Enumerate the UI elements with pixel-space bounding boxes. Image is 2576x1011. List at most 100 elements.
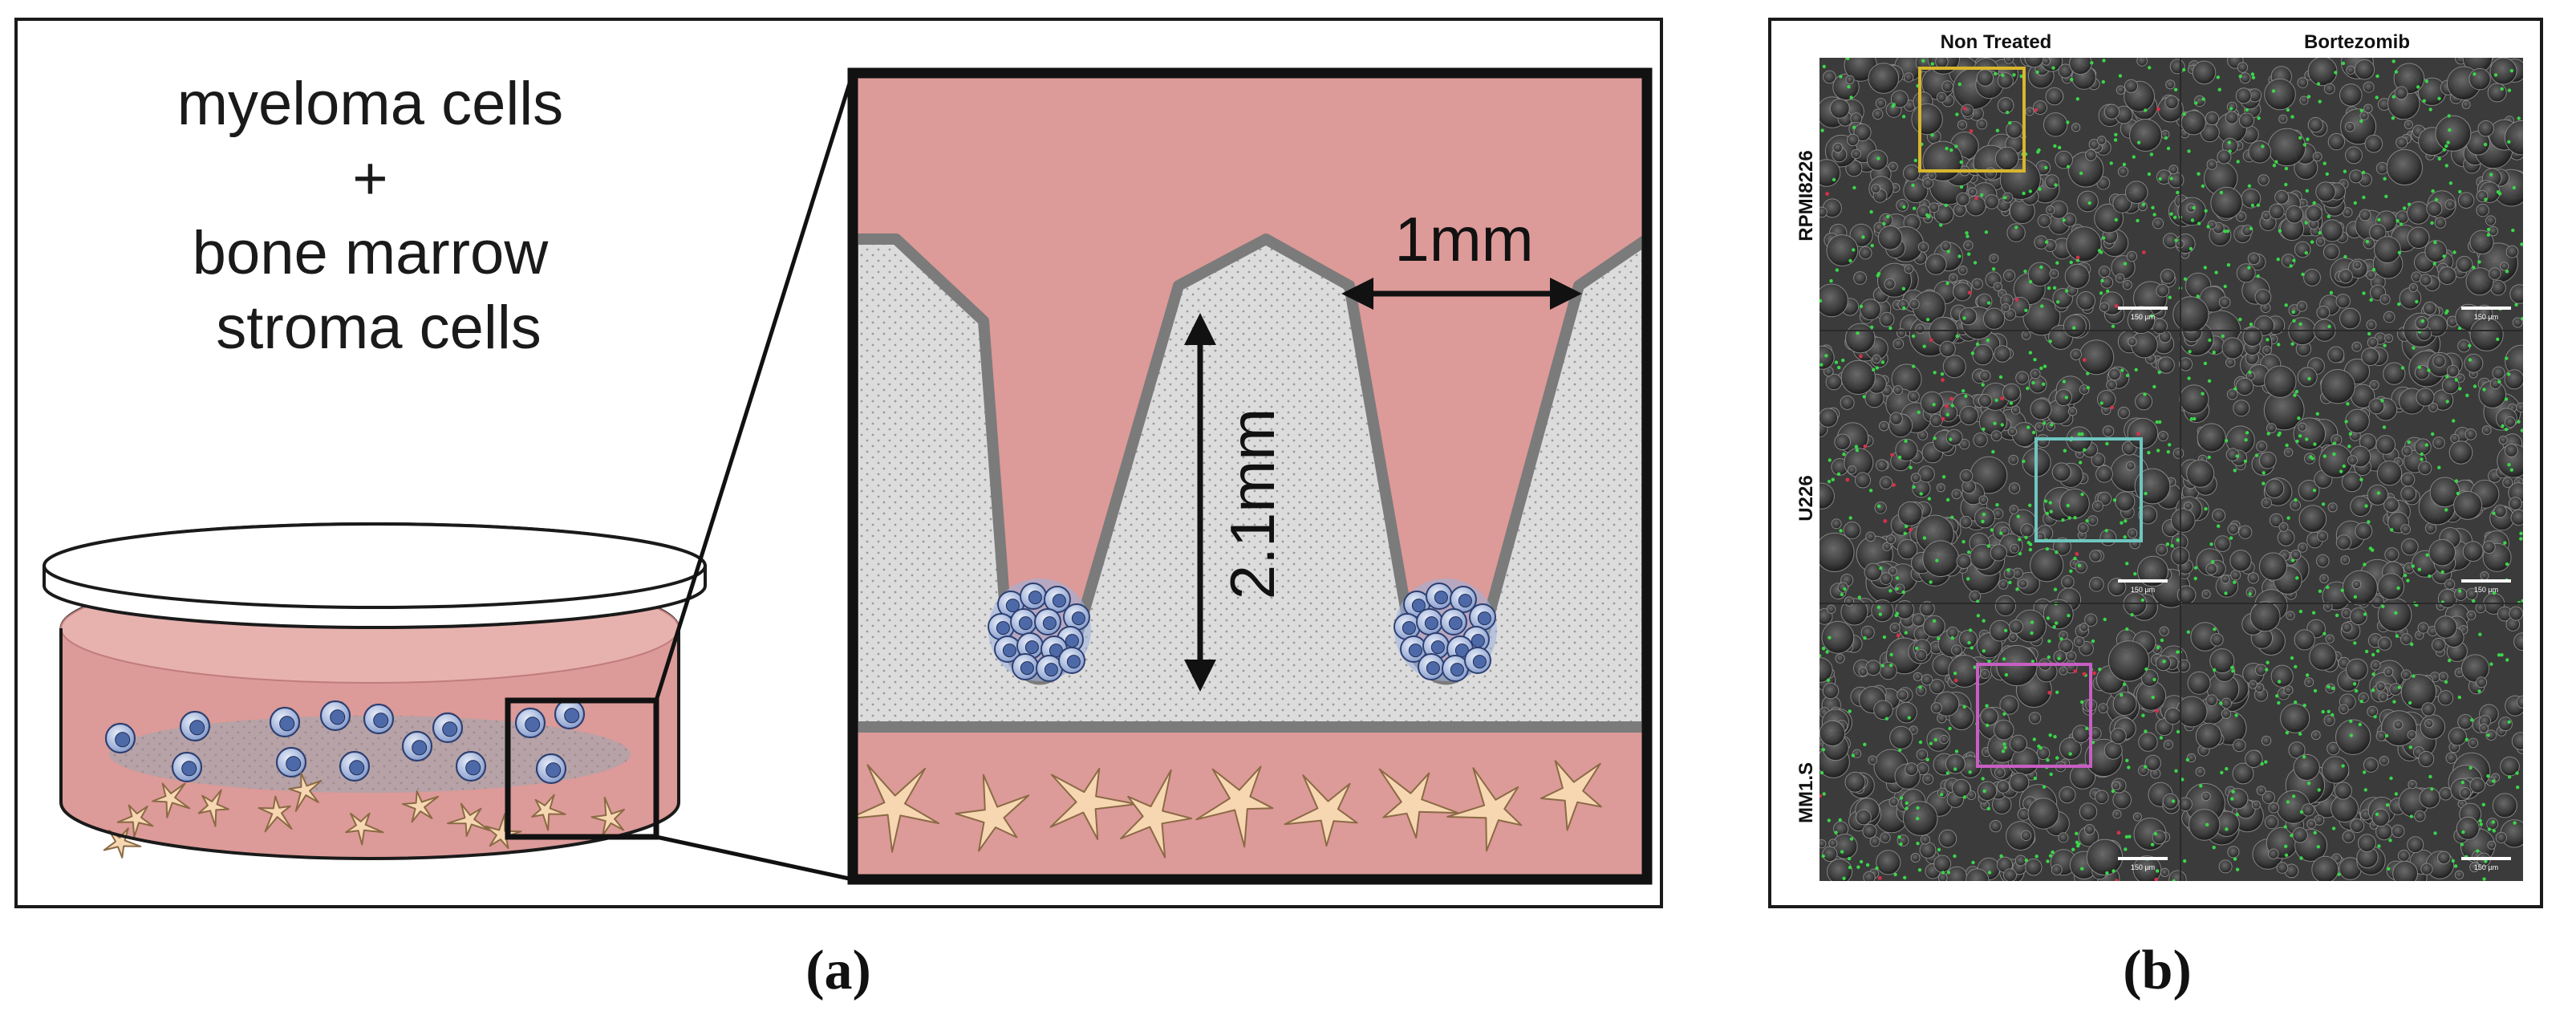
row-label-mm1s: MM1.S [1795, 762, 1817, 823]
scale-bar-label: 150 µm [2474, 313, 2498, 321]
zoom-stroma-cell [853, 764, 940, 853]
spheroid-cell [1416, 608, 1443, 635]
spheroid-cell [988, 613, 1015, 640]
micrograph-grid: 150 µm 150 µm 150 µm 150 µm 150 µm 150 µm [1819, 58, 2523, 881]
zoom-stroma-cell [1540, 760, 1602, 831]
panel-b-caption: (b) [2123, 940, 2192, 1001]
cell-mix-line-4: stroma cells [216, 294, 541, 362]
dish-myeloma-cell [363, 703, 395, 735]
spheroid-cell [1450, 586, 1477, 613]
microwell-zoom: 1mm 2.1mm [847, 67, 1653, 885]
spheroid-cell [1010, 608, 1037, 635]
spheroid-cell [1012, 653, 1039, 680]
dim-width-label: 1mm [1394, 204, 1533, 274]
dish-myeloma-cell [171, 751, 203, 783]
zoom-stroma-cell [1284, 774, 1358, 847]
dish-myeloma-cell [179, 710, 211, 742]
scale-bar: 150 µm [2461, 307, 2511, 321]
scale-bar: 150 µm [2118, 307, 2168, 321]
col-label-non-treated: Non Treated [1941, 31, 2052, 53]
panel-a: myeloma cells + bone marrow stroma cells [14, 18, 1663, 1001]
spheroid-cell [1393, 613, 1421, 640]
dish-wall-outline [59, 628, 680, 860]
spheroid-cell [1020, 583, 1047, 610]
dish-stroma-cell [590, 796, 625, 837]
dish-myeloma-cells [104, 698, 586, 785]
dish-stroma-cell [447, 802, 490, 837]
spheroid-cell [1442, 655, 1469, 682]
dish-myeloma-cell [432, 712, 464, 744]
scale-bar: 150 µm [2461, 579, 2511, 594]
zoom-stroma-cell [1120, 769, 1192, 859]
dish-myeloma-cell [455, 750, 487, 782]
zoom-frame [847, 67, 1653, 885]
dish-myeloma-cell [535, 753, 567, 785]
scale-bars: 150 µm 150 µm 150 µm 150 µm 150 µm 150 µm [2118, 307, 2511, 871]
dish-myeloma-cell [275, 746, 307, 778]
spheroid-cell [1400, 635, 1427, 663]
spheroid-cell [1440, 608, 1467, 635]
col-label-bortezomib: Bortezomib [2304, 31, 2410, 53]
spheroid-cell [1418, 653, 1445, 680]
panel-b: Non Treated Bortezomib RPMI8226 U226 MM1… [1768, 18, 2543, 1001]
dish-stroma-cell [288, 772, 323, 812]
dish-stroma-cell [531, 794, 566, 831]
highlight-box-mm1s [1976, 663, 2092, 768]
highlight-box-u226 [2034, 437, 2143, 542]
panel-a-caption: (a) [805, 940, 871, 1001]
micrograph-texture [1819, 58, 2523, 881]
dish-lid-top [43, 522, 707, 609]
scale-bar-label: 150 µm [2474, 586, 2498, 594]
zoom-source-box [505, 697, 659, 840]
row-label-u226: U226 [1795, 475, 1817, 521]
spheroid-cell [1058, 647, 1085, 674]
cell-mix-line-3: bone marrow [193, 219, 550, 287]
zoom-stroma-cells [853, 760, 1602, 859]
spheroid-cell [1464, 647, 1491, 674]
zoom-stroma-cell [1049, 767, 1138, 840]
dish-myeloma-cell [514, 707, 546, 739]
dish-myeloma-cell [269, 706, 301, 738]
zoom-stroma-cell [1378, 768, 1459, 839]
cell-mix-line-1: myeloma cells [177, 70, 563, 138]
scale-bar: 150 µm [2461, 857, 2511, 871]
scale-bar-label: 150 µm [2474, 863, 2498, 871]
petri-dish [43, 522, 707, 860]
zoom-line-bottom [655, 834, 854, 882]
scale-bar-label: 150 µm [2131, 863, 2155, 871]
dish-stroma-cell [152, 782, 191, 818]
dish-stroma-cell [402, 790, 440, 823]
dish-stroma-cell [116, 804, 154, 838]
spheroid-right [1393, 579, 1497, 682]
spheroid-cell [1034, 608, 1061, 635]
zoom-stroma-cell [1195, 765, 1274, 848]
zoom-stroma-cell [955, 773, 1030, 852]
dish-myeloma-cell [319, 700, 351, 732]
highlight-box-rpmi8226 [1918, 67, 2026, 173]
scale-bar: 150 µm [2118, 857, 2168, 871]
dim-depth-arrow [1184, 313, 1216, 692]
scale-bar: 150 µm [2118, 579, 2168, 594]
spheroid-cell [1063, 603, 1090, 631]
zoom-line-top [654, 72, 855, 701]
dim-width-arrow [1341, 278, 1582, 310]
zoom-stroma-cell [1446, 767, 1523, 852]
spheroid-cell [1426, 583, 1453, 610]
dish-myeloma-cell [554, 698, 586, 730]
spheroid-cell [1016, 632, 1044, 660]
dim-depth-label: 2.1mm [1217, 408, 1288, 599]
dish-myeloma-cell [401, 730, 433, 762]
spheroid-cell [1044, 586, 1071, 613]
dish-stroma-cell [345, 812, 384, 846]
scale-bar-label: 150 µm [2131, 313, 2155, 321]
scale-bar-label: 150 µm [2131, 586, 2155, 594]
cell-mix-line-2: + [352, 144, 387, 213]
dish-stroma-cell [197, 789, 229, 827]
dish-myeloma-cell [104, 722, 136, 754]
spheroid-left [988, 579, 1091, 682]
spheroid-cell [994, 635, 1021, 663]
row-label-rpmi8226: RPMI8226 [1795, 150, 1817, 241]
dish-stroma-cells [103, 772, 625, 859]
